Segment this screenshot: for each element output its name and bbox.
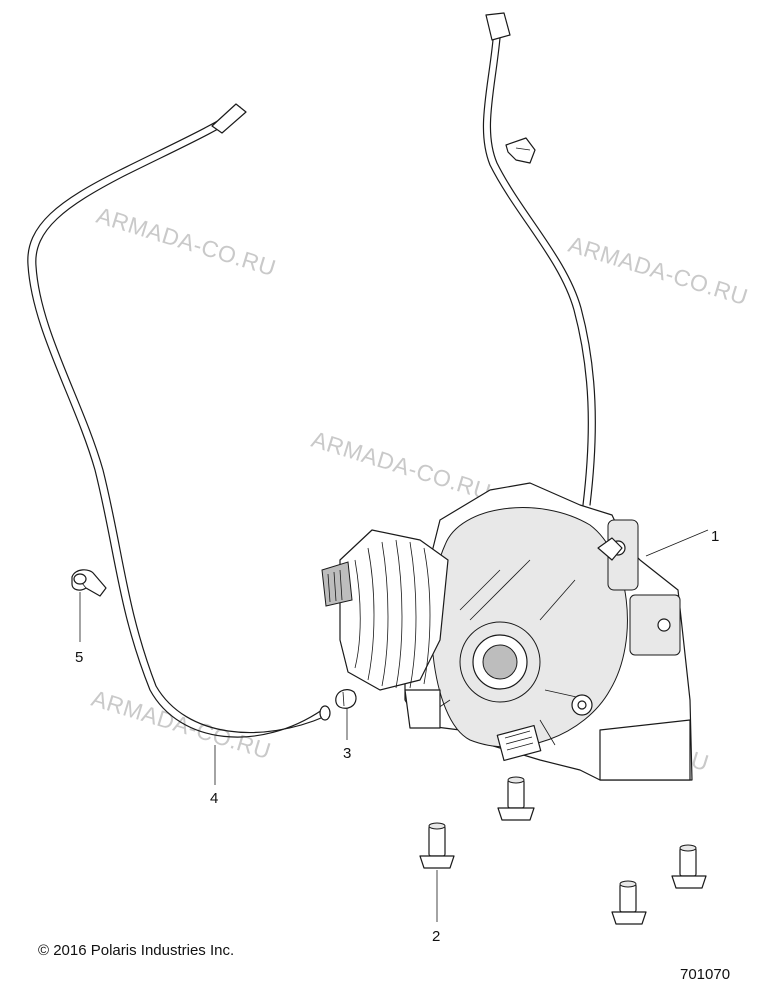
callout-leaders [79,529,709,922]
flange-bolts [419,776,707,925]
watermark-top-right: ARMADA-CO.RU [566,231,752,310]
hose-clip [71,569,107,597]
callout-labels: 1 2 3 4 5 [75,528,719,945]
bolt-2 [419,822,455,869]
callout-3: 3 [343,745,351,762]
small-clamp [335,689,357,709]
bolt-1 [497,776,535,821]
gearcase-assembly [321,482,693,781]
watermark-center: ARMADA-CO.RU [309,426,495,505]
bolt-4 [611,880,647,925]
callout-5: 5 [75,649,83,666]
sensor-wire [482,12,596,506]
bolt-3 [671,844,707,889]
watermark-bottom-left: ARMADA-CO.RU [89,685,275,764]
vent-hose [27,103,331,738]
figure-number: 701070 [680,966,731,983]
callout-1: 1 [711,528,719,545]
watermark-top-left: ARMADA-CO.RU [94,202,280,281]
callout-2: 2 [432,928,440,945]
callout-4: 4 [210,790,218,807]
copyright-notice: © 2016 Polaris Industries Inc. [38,942,235,959]
wire-connector-tab [505,137,536,164]
leader-1 [645,529,709,557]
